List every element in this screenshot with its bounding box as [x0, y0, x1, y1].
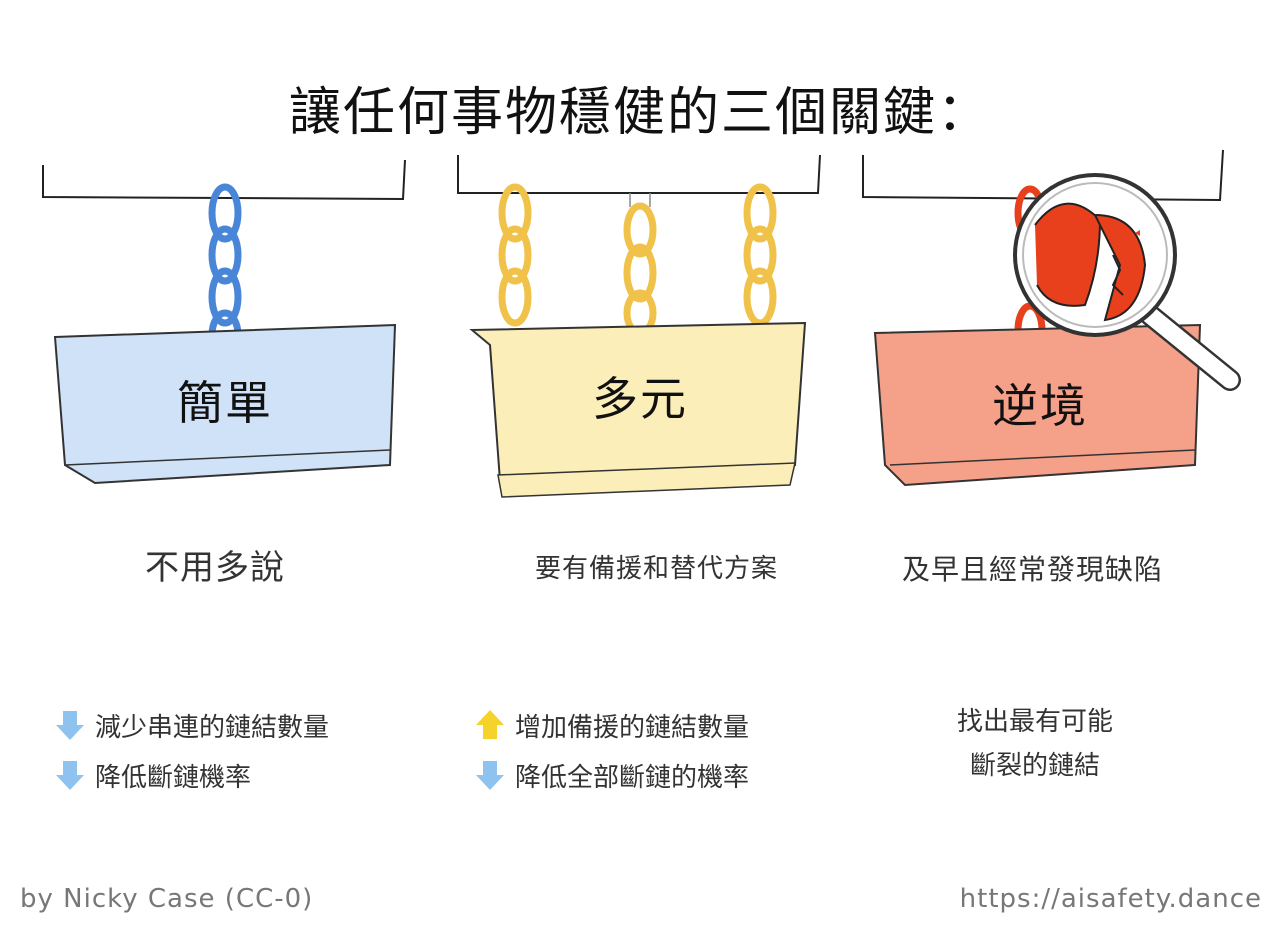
- bullet-text: 增加備援的鏈結數量: [515, 712, 750, 743]
- bullet-text: 降低斷鏈機率: [95, 762, 252, 793]
- diversity-illustration: [457, 154, 821, 498]
- credit-text: by Nicky Case (CC-0): [20, 884, 314, 914]
- adversity-notes: 找出最有可能 斷裂的鏈結: [930, 700, 1140, 788]
- list-item: 增加備援的鏈結數量: [475, 700, 749, 750]
- adversity-line: 找出最有可能: [956, 707, 1113, 737]
- gold-chain-icon: [498, 183, 777, 337]
- description-diversity: 要有備援和替代方案: [535, 554, 779, 584]
- magnifying-glass-icon: [1013, 173, 1241, 391]
- list-item: 降低全部斷鏈的機率: [475, 750, 749, 800]
- bullet-text: 降低全部斷鏈的機率: [515, 762, 750, 793]
- panel-diversity: 多元: [450, 145, 830, 515]
- panel-label-simplicity: 簡單: [177, 376, 273, 430]
- panel-adversity: 逆境: [855, 145, 1241, 515]
- bullet-text: 減少串連的鏈結數量: [95, 712, 330, 743]
- panel-label-diversity: 多元: [592, 372, 688, 426]
- arrow-down-icon: [56, 711, 84, 740]
- bullets-diversity: 增加備援的鏈結數量 降低全部斷鏈的機率: [475, 700, 749, 800]
- description-adversity: 及早且經常發現缺陷: [902, 553, 1164, 586]
- description-simplicity: 不用多說: [145, 548, 285, 588]
- arrow-up-icon: [476, 710, 504, 739]
- panel-simplicity: 簡單: [35, 145, 415, 515]
- adversity-illustration: [862, 149, 1241, 487]
- list-item: 降低斷鏈機率: [55, 750, 329, 800]
- arrow-down-icon: [56, 761, 84, 790]
- page-title: 讓任何事物穩健的三個關鍵：: [288, 83, 991, 143]
- list-item: 減少串連的鏈結數量: [55, 700, 329, 750]
- arrow-down-icon: [476, 761, 504, 790]
- url-link[interactable]: https://aisafety.dance: [959, 884, 1262, 914]
- simplicity-illustration: [42, 159, 406, 485]
- panel-label-adversity: 逆境: [992, 379, 1088, 433]
- adversity-line: 斷裂的鏈結: [969, 751, 1100, 781]
- bullets-simplicity: 減少串連的鏈結數量 降低斷鏈機率: [55, 700, 329, 800]
